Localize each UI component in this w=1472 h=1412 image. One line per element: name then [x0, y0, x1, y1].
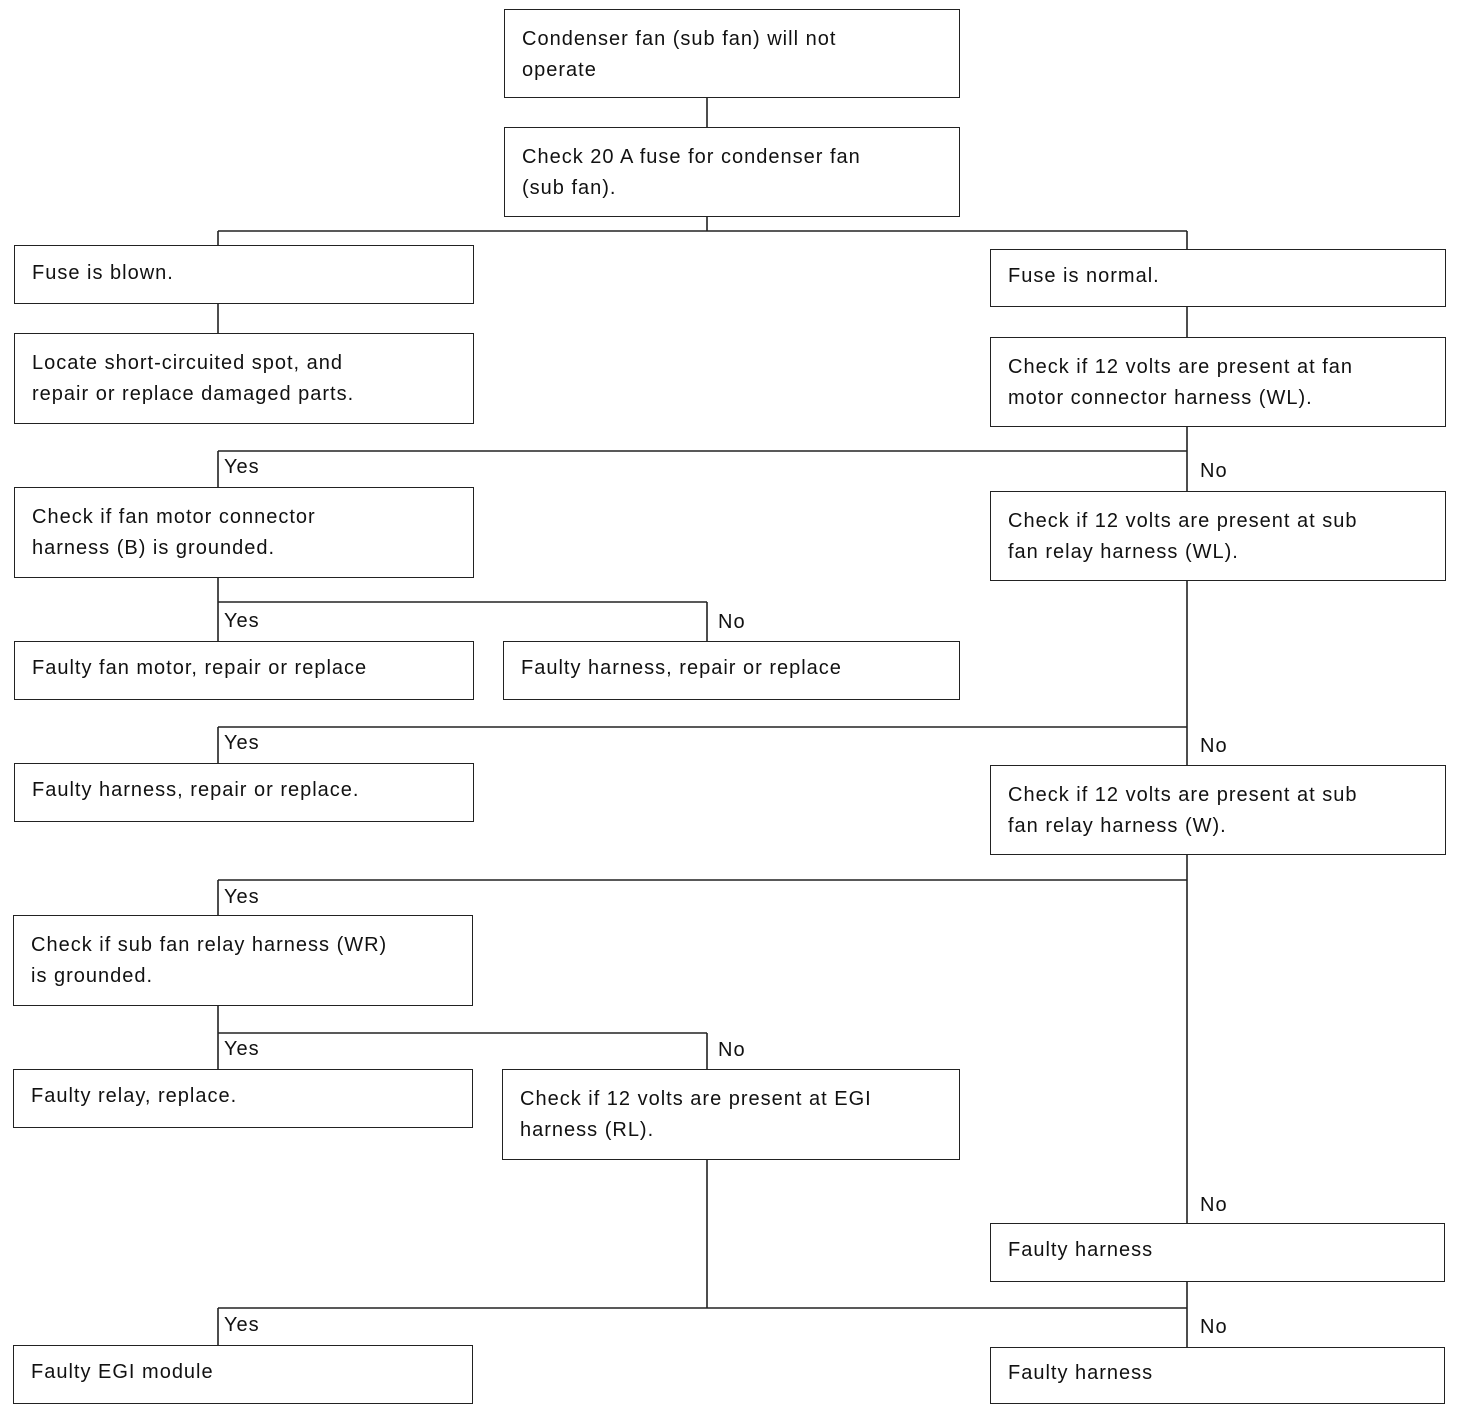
node-faulty-harness-repair-2: Faulty harness, repair or replace. [14, 763, 474, 822]
node-check-sub-fan-relay-wr-grounded: Check if sub fan relay harness (WR) is g… [13, 915, 473, 1006]
branch-label-no: No [1200, 1194, 1228, 1216]
node-locate-short-circuit: Locate short-circuited spot, and repair … [14, 333, 474, 424]
node-faulty-harness-repair-1: Faulty harness, repair or replace [503, 641, 960, 700]
node-check-12v-sub-fan-relay-wl: Check if 12 volts are present at sub fan… [990, 491, 1446, 581]
branch-label-yes: Yes [224, 1314, 260, 1336]
node-check-fan-motor-b-grounded: Check if fan motor connector harness (B)… [14, 487, 474, 578]
branch-label-no: No [1200, 735, 1228, 757]
node-faulty-harness-3: Faulty harness [990, 1223, 1445, 1282]
branch-label-yes: Yes [224, 732, 260, 754]
branch-label-yes: Yes [224, 610, 260, 632]
node-faulty-relay: Faulty relay, replace. [13, 1069, 473, 1128]
node-condenser-fan-not-operate: Condenser fan (sub fan) will not operate [504, 9, 960, 98]
branch-label-no: No [718, 611, 746, 633]
node-check-12v-egi-harness-rl: Check if 12 volts are present at EGI har… [502, 1069, 960, 1160]
node-check-20a-fuse: Check 20 A fuse for condenser fan (sub f… [504, 127, 960, 217]
node-check-12v-sub-fan-relay-w: Check if 12 volts are present at sub fan… [990, 765, 1446, 855]
node-fuse-normal: Fuse is normal. [990, 249, 1446, 307]
branch-label-yes: Yes [224, 1038, 260, 1060]
branch-label-yes: Yes [224, 886, 260, 908]
node-faulty-egi-module: Faulty EGI module [13, 1345, 473, 1404]
node-faulty-fan-motor: Faulty fan motor, repair or replace [14, 641, 474, 700]
node-fuse-blown: Fuse is blown. [14, 245, 474, 304]
branch-label-no: No [718, 1039, 746, 1061]
branch-label-no: No [1200, 460, 1228, 482]
node-faulty-harness-4: Faulty harness [990, 1347, 1445, 1404]
branch-label-no: No [1200, 1316, 1228, 1338]
branch-label-yes: Yes [224, 456, 260, 478]
node-check-12v-fan-motor-wl: Check if 12 volts are present at fan mot… [990, 337, 1446, 427]
